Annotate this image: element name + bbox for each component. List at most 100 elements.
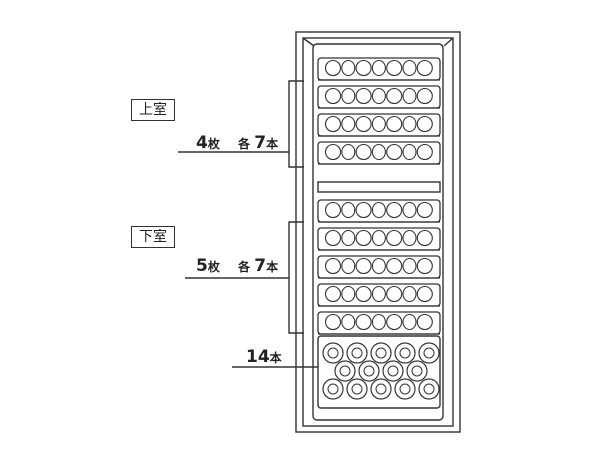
upper-bottle [371,87,386,105]
upper-bottle [371,115,386,133]
lower-bottle [402,313,417,331]
upper-bottle [324,59,342,77]
bottom-bottle-neck [399,347,411,359]
lower-bottle [355,313,372,331]
lower-bottle [341,257,356,275]
bottom-bottle [370,378,392,400]
upper-bottle [402,59,417,77]
lower-bottle [402,257,417,275]
upper-bottle [386,59,403,77]
upper-bottle [386,115,403,133]
upper-bottle [324,87,342,105]
upper-bottle [324,143,342,161]
lower-bottle [355,229,372,247]
lower-bottle [324,229,342,247]
lower-compartment-title: 下室 [131,226,175,248]
lower-bottle [341,285,356,303]
bottom-bottle-neck [327,347,339,359]
lower-shelf-2 [317,227,441,251]
upper-bottle [324,115,342,133]
upper-shelf-count-unit: 枚 [207,137,220,151]
bottom-bottle-neck [363,365,375,377]
upper-each-label: 各 [238,137,251,151]
bottom-bottle [322,342,344,364]
bottom-bottle [418,342,440,364]
lower-bottle [355,201,372,219]
upper-bottle [341,87,356,105]
lower-bottle [324,257,342,275]
upper-bottle [355,143,372,161]
upper-bottle [386,143,403,161]
upper-bottle [355,87,372,105]
lower-shelf-count: 5 [196,256,208,276]
bottom-bottle [358,360,380,382]
upper-bottle [341,115,356,133]
lower-bottle [386,285,403,303]
upper-compartment-title: 上室 [131,99,175,121]
bottom-bottle-neck [411,365,423,377]
bottom-bottle-neck [351,347,363,359]
lower-bottle [371,313,386,331]
lower-bottle [324,313,342,331]
lower-bottle [386,313,403,331]
bottom-bottle [334,360,356,382]
upper-bottles-unit: 本 [266,137,279,151]
lower-bottle [341,201,356,219]
compartment-divider [317,181,441,193]
cabinet-outer-frame [295,31,461,433]
bottom-bottle [394,342,416,364]
upper-bottle [371,59,386,77]
lower-shelf-count-unit: 枚 [207,260,220,274]
lower-shelf-5 [317,311,441,335]
bottom-bottle [406,360,428,382]
lower-bottle [371,257,386,275]
bottom-bin [317,335,441,409]
lower-bottle [324,285,342,303]
upper-bottle [416,115,433,133]
lower-each-label: 各 [238,260,251,274]
bottom-bin-spec: 14本 [246,347,282,367]
upper-bottle [416,87,433,105]
bottom-bottle-neck [423,383,435,395]
bottom-bottle [346,378,368,400]
cabinet-interior [312,43,444,421]
upper-bottles-per-shelf: 7 [254,133,267,153]
bottom-bottle [370,342,392,364]
bottom-bottle-neck [387,365,399,377]
lower-bottle [402,285,417,303]
upper-bottle [355,59,372,77]
lower-bottle [371,229,386,247]
upper-shelf-spec: 4枚 各 7本 [196,133,278,153]
upper-bottle [402,143,417,161]
lower-bottles-unit: 本 [266,260,279,274]
upper-bottle [341,143,356,161]
bottom-bottle [346,342,368,364]
lower-shelf-1 [317,199,441,223]
upper-shelf-3 [317,113,441,137]
lower-bottle [371,285,386,303]
lower-bottle [416,229,433,247]
upper-bottle [402,87,417,105]
upper-shelf-count: 4 [196,133,208,153]
bottom-bottle-neck [399,383,411,395]
bottom-bottle-unit: 本 [269,351,282,365]
bottom-bottle [322,378,344,400]
upper-shelf-1 [317,57,441,81]
bottom-bottle-neck [375,347,387,359]
lower-bottle [341,229,356,247]
upper-bottle [402,115,417,133]
lower-bottle [386,257,403,275]
bottom-bottle [382,360,404,382]
cabinet-body [295,31,461,433]
lower-bottle [416,201,433,219]
lower-bottle [371,201,386,219]
bottom-bottle [418,378,440,400]
bottom-bottle-neck [375,383,387,395]
lower-bottle [402,229,417,247]
lower-bottle [386,229,403,247]
bottom-bottle-count: 14 [246,347,270,367]
lower-bottle [355,257,372,275]
lower-bottle [416,285,433,303]
upper-shelf-2 [317,85,441,109]
upper-bottle [341,59,356,77]
